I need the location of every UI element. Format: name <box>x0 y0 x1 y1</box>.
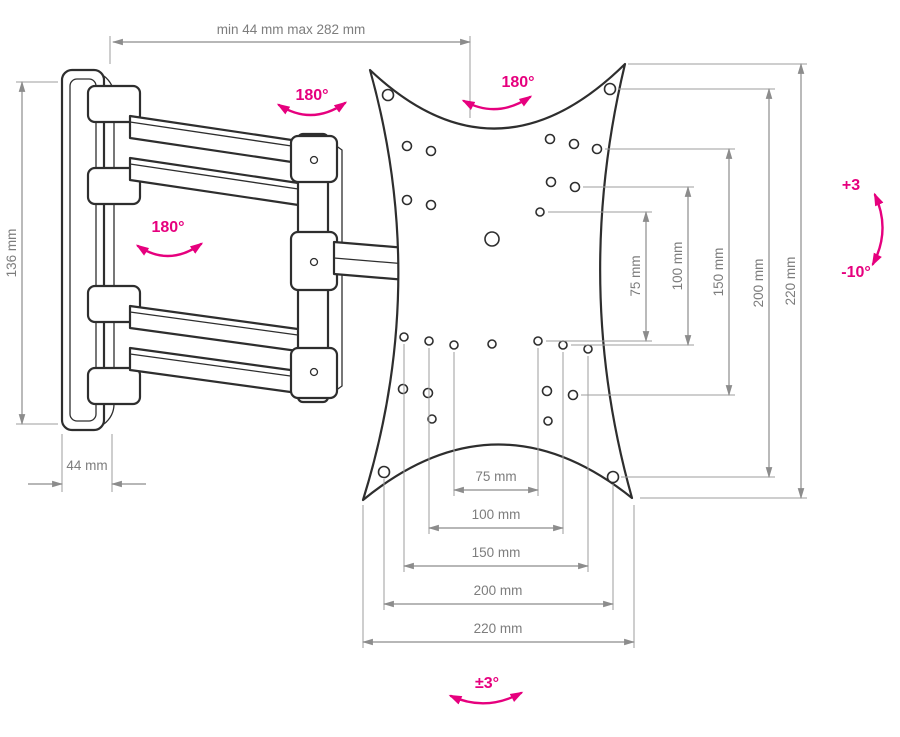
mounting-hole <box>401 194 413 206</box>
mounting-hole <box>401 140 413 152</box>
wall-plate-inner-edge <box>69 78 97 422</box>
mounting-hole <box>541 385 553 397</box>
pivot-pin <box>309 257 319 267</box>
mounting-hole <box>543 416 553 426</box>
swivel-arrow-elbow <box>276 101 348 117</box>
mounting-hole <box>603 82 617 96</box>
mounting-hole <box>449 340 459 350</box>
dim-label-v75: 75 mm <box>628 255 643 296</box>
angle-label-swivel-plate: 180° <box>501 74 534 91</box>
vesa-plate <box>361 62 634 502</box>
mounting-hole <box>568 138 580 150</box>
dim-label-v200: 200 mm <box>751 259 766 308</box>
dim-label-h75: 75 mm <box>475 469 516 484</box>
angle-label-swivel-elbow: 180° <box>295 87 328 104</box>
mounting-hole <box>427 414 437 424</box>
upper-arm-bar <box>128 156 307 208</box>
level-adjust-arrow <box>448 691 524 705</box>
mounting-hole <box>544 133 556 145</box>
swivel-arrow-wall <box>135 242 204 258</box>
angle-annotations: 180° 180° 180° ±3° +3 -10° <box>135 74 884 705</box>
mounting-hole <box>591 143 603 155</box>
mounting-hole <box>583 344 593 354</box>
pivot-pin <box>309 367 319 377</box>
lower-arm-bar <box>128 346 307 396</box>
dim-label-v100: 100 mm <box>670 242 685 291</box>
elbow-joint-cap <box>289 230 339 292</box>
pivot-pin <box>309 155 319 165</box>
angle-label-level: ±3° <box>475 675 499 692</box>
angle-label-tilt-up: +3 <box>842 177 860 194</box>
dimension-lines <box>18 38 805 646</box>
mounting-hole <box>425 145 437 157</box>
mounting-hole <box>424 336 434 346</box>
wall-plate <box>60 68 106 432</box>
mounting-hole <box>558 340 568 350</box>
mounting-hole <box>535 207 545 217</box>
mounting-hole <box>399 332 409 342</box>
center-hole <box>484 231 500 247</box>
hinge-block <box>86 166 142 206</box>
angle-label-tilt-down: -10° <box>841 264 871 281</box>
dim-label-extension-range: min 44 mm max 282 mm <box>217 22 366 37</box>
wall-bracket <box>60 68 115 432</box>
dim-label-h220: 220 mm <box>474 621 523 636</box>
dim-label-h100: 100 mm <box>472 507 521 522</box>
mounting-hole <box>422 387 434 399</box>
mounting-hole <box>567 389 579 401</box>
dim-label-v150: 150 mm <box>711 248 726 297</box>
mounting-hole <box>545 176 557 188</box>
mounting-hole <box>381 88 395 102</box>
dim-label-bracket-height: 136 mm <box>4 229 19 278</box>
vesa-plate-outline <box>361 62 634 502</box>
upper-arm-bar-edge <box>129 163 306 191</box>
mounting-hole <box>377 465 391 479</box>
mounting-hole <box>397 383 409 395</box>
tilt-arrow <box>871 192 884 267</box>
wall-plate-side-edge <box>103 75 115 425</box>
mounting-hole <box>533 336 543 346</box>
mounting-hole <box>425 199 437 211</box>
mounting-hole <box>487 339 497 349</box>
dimension-labels: min 44 mm max 282 mm 136 mm 44 mm 75 mm … <box>4 22 798 636</box>
lower-arm-bar-edge <box>129 353 306 379</box>
elbow-joint-cap <box>289 346 339 400</box>
dim-label-wall-plate-width: 44 mm <box>66 458 107 473</box>
dim-label-v220: 220 mm <box>783 257 798 306</box>
lower-arm-bar <box>128 304 307 354</box>
hinge-block <box>86 284 142 324</box>
angle-label-swivel-wall: 180° <box>151 219 184 236</box>
swivel-arrow-plate <box>461 95 533 111</box>
hinge-block <box>86 84 142 124</box>
dim-label-h150: 150 mm <box>472 545 521 560</box>
extension-lines <box>16 36 807 648</box>
lower-arm-bar-edge <box>129 311 306 337</box>
dim-label-h200: 200 mm <box>474 583 523 598</box>
articulating-arm <box>86 84 457 406</box>
mounting-hole <box>606 470 620 484</box>
mounting-hole <box>569 181 581 193</box>
upper-arm-bar <box>128 114 307 166</box>
upper-arm-bar-edge <box>129 121 306 149</box>
hinge-block <box>86 366 142 406</box>
elbow-joint-cap <box>289 134 339 184</box>
